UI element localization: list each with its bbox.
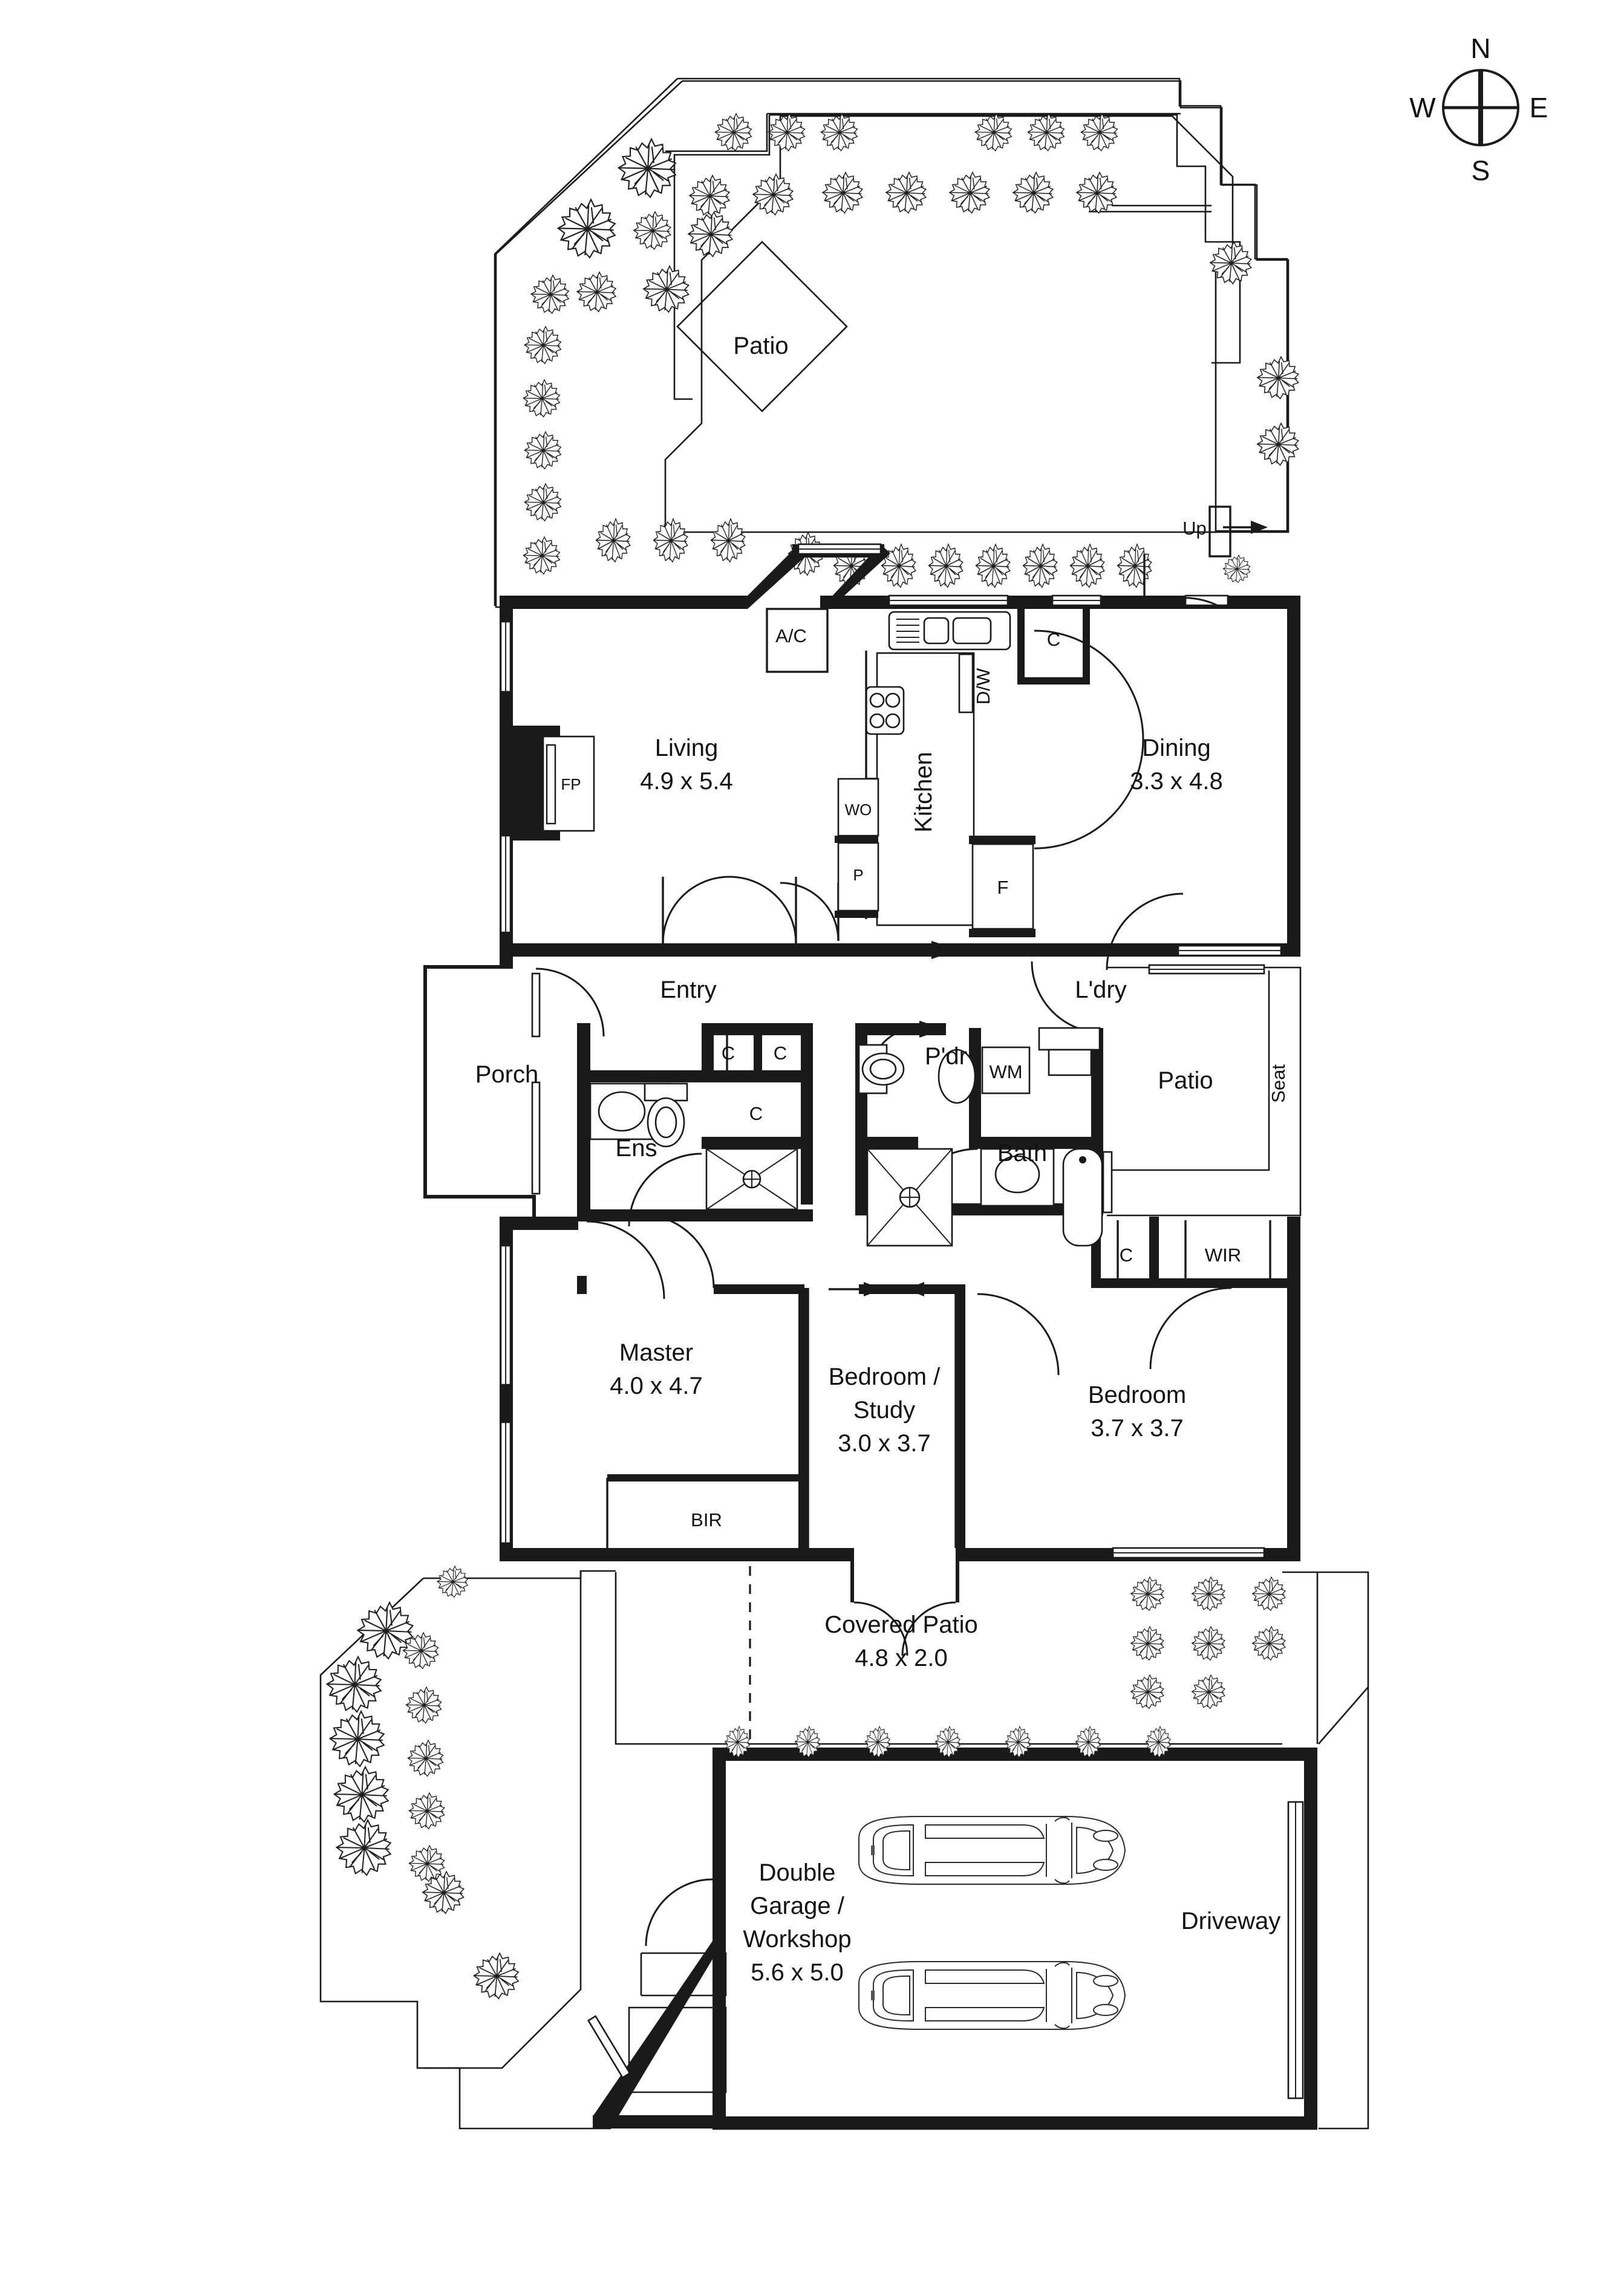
seat-label: Seat xyxy=(1268,1064,1289,1103)
bedroom2-label: Bedroom xyxy=(1088,1382,1186,1408)
driveway-label: Driveway xyxy=(1181,1908,1280,1934)
compass-north-label: N xyxy=(1470,33,1490,64)
built-in-robe-label: BIR xyxy=(691,1509,722,1530)
ensuite-fixtures xyxy=(589,1082,688,1148)
garage-cars xyxy=(858,1816,1126,2030)
cupboard-entry-2-label: C xyxy=(774,1042,787,1064)
bedroom2-dim: 3.7 x 3.7 xyxy=(1091,1415,1183,1442)
covered-patio-area xyxy=(319,1566,1369,2130)
flow-arrows xyxy=(829,521,1268,1296)
fireplace-label: FP xyxy=(561,775,581,793)
study-label-1: Bedroom / xyxy=(829,1364,941,1390)
garage-dim: 5.6 x 5.0 xyxy=(751,1959,843,1986)
master-dim: 4.0 x 4.7 xyxy=(610,1373,702,1399)
patio-front-label: Patio xyxy=(733,333,788,359)
patio-side-label: Patio xyxy=(1158,1067,1213,1094)
ens-label: Ens xyxy=(616,1135,657,1162)
powder-label: P'dr xyxy=(925,1043,967,1070)
compass-south-label: S xyxy=(1472,155,1490,186)
dining-label: Dining xyxy=(1142,735,1210,761)
master-label: Master xyxy=(619,1339,693,1366)
garage-interior-outline xyxy=(628,1952,727,2093)
study-dim: 3.0 x 3.7 xyxy=(838,1430,930,1457)
garage-label-1: Double xyxy=(759,1859,836,1886)
compass-rose: N S E W xyxy=(1409,33,1548,186)
living-dim: 4.9 x 5.4 xyxy=(640,768,732,795)
entry-label: Entry xyxy=(660,977,716,1003)
powder-and-bath-fixtures: WM xyxy=(858,1027,1103,1247)
pantry-label: P xyxy=(853,866,863,884)
cupboard-entry-1-label: C xyxy=(722,1042,735,1064)
cupboard-entry-3-label: C xyxy=(749,1103,763,1124)
porch-label: Porch xyxy=(475,1061,539,1088)
garage-label-2: Garage / xyxy=(750,1893,845,1919)
room-labels: Living 4.9 x 5.4 Dining 3.3 x 4.8 Entry … xyxy=(475,735,1280,1986)
robes-and-cupboards: C WIR BIR xyxy=(606,1220,1271,1549)
study-label-2: Study xyxy=(853,1397,915,1423)
washing-machine-label: WM xyxy=(989,1061,1022,1082)
dining-dim: 3.3 x 4.8 xyxy=(1130,768,1222,795)
covered-patio-label: Covered Patio xyxy=(824,1611,977,1638)
cupboard-kitchen-label: C xyxy=(1047,629,1060,650)
dishwasher-label: D/W xyxy=(973,668,994,704)
up-label: Up xyxy=(1182,518,1207,539)
compass-east-label: E xyxy=(1530,92,1548,123)
covered-patio-dim: 4.8 x 2.0 xyxy=(855,1645,947,1671)
laundry-label: L'dry xyxy=(1075,977,1126,1003)
windows xyxy=(500,543,1304,2099)
compass-west-label: W xyxy=(1409,92,1436,123)
kitchen-fittings: WO P D/W Kitchen F C A/C xyxy=(766,608,1090,937)
entry-cupboards: C C C xyxy=(705,1028,798,1211)
garage-label-3: Workshop xyxy=(743,1926,851,1953)
patio-diamond: Patio xyxy=(676,241,848,412)
bath-label: Bath xyxy=(997,1140,1047,1166)
step-up-marker: Up xyxy=(1182,506,1251,584)
side-patio-seat: Patio Seat xyxy=(1158,1064,1289,1103)
bedroom-wing-extras xyxy=(807,1288,957,1548)
air-conditioner-label: A/C xyxy=(775,625,807,646)
cupboard-hall-label: C xyxy=(1120,1244,1133,1266)
living-label: Living xyxy=(655,735,719,761)
wall-oven-label: WO xyxy=(845,801,872,819)
fridge-label: F xyxy=(997,877,1009,898)
fireplace: FP xyxy=(513,726,595,841)
walk-in-robe-label: WIR xyxy=(1205,1244,1241,1266)
kitchen-label: Kitchen xyxy=(910,752,937,832)
